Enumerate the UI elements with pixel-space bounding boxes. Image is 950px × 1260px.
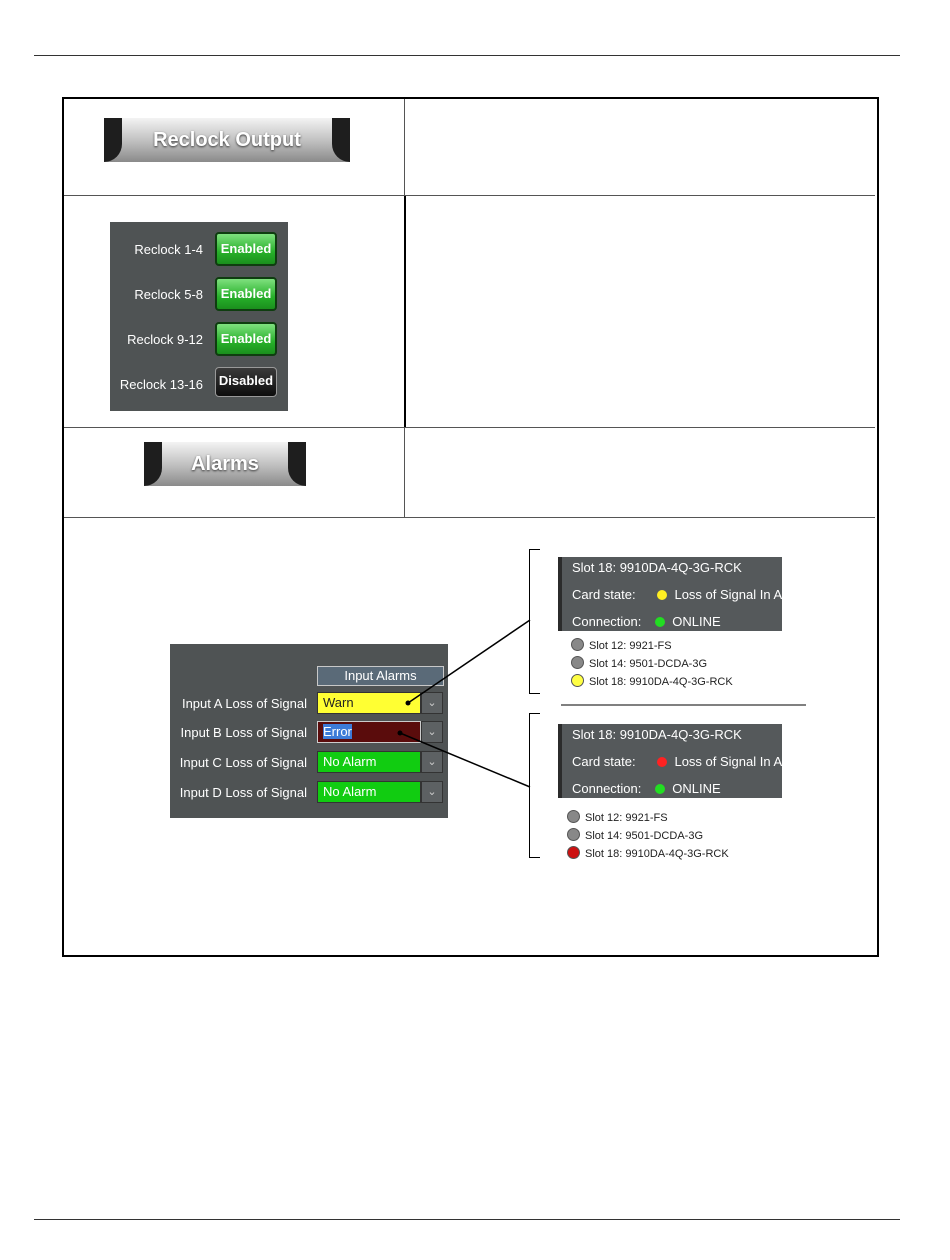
alarm-label: Input C Loss of Signal	[179, 755, 307, 770]
alarm-label: Input B Loss of Signal	[180, 725, 307, 740]
column-divider	[404, 99, 405, 195]
connection-row: Connection: ONLINE	[572, 614, 721, 629]
reclock-toggle-button[interactable]: Disabled	[215, 367, 277, 397]
reclock-label: Reclock 5-8	[134, 287, 203, 302]
alarm-row: Input B Loss of Signal Error ⌄	[170, 721, 448, 745]
callout-bracket	[529, 713, 540, 858]
chevron-down-icon[interactable]: ⌄	[421, 751, 443, 773]
card-state-value: Loss of Signal In A	[674, 754, 783, 769]
card-state-row: Card state: Loss of Signal In A	[572, 754, 782, 769]
callout-bracket	[529, 549, 540, 694]
slot-label: Slot 14: 9501-DCDA-3G	[585, 830, 703, 842]
reclock-label: Reclock 9-12	[127, 332, 203, 347]
chevron-down-icon[interactable]: ⌄	[421, 692, 443, 714]
top-rule	[34, 55, 900, 56]
reclock-toggle-button[interactable]: Enabled	[215, 232, 277, 266]
reclock-label: Reclock 13-16	[119, 377, 203, 392]
slot-list-error: Slot 12: 9921-FS Slot 14: 9501-DCDA-3G S…	[567, 810, 767, 864]
card-state-label: Card state:	[572, 587, 636, 602]
card-status-error: Slot 18: 9910DA-4Q-3G-RCK Card state: Lo…	[558, 724, 782, 798]
alarm-label: Input A Loss of Signal	[181, 696, 307, 711]
slot-item[interactable]: Slot 12: 9921-FS	[567, 810, 668, 824]
reclock-output-header: Reclock Output	[104, 118, 350, 162]
reclock-row: Reclock 1-4 Enabled	[110, 232, 288, 268]
slot-list-warn: Slot 12: 9921-FS Slot 14: 9501-DCDA-3G S…	[571, 638, 771, 692]
card-state-label: Card state:	[572, 754, 636, 769]
reclock-label: Reclock 1-4	[134, 242, 203, 257]
connection-label: Connection:	[572, 781, 642, 796]
alarm-select[interactable]: No Alarm	[317, 751, 421, 773]
slot-item[interactable]: Slot 14: 9501-DCDA-3G	[567, 828, 703, 842]
alarm-select[interactable]: Warn	[317, 692, 421, 714]
reclock-row: Reclock 9-12 Enabled	[110, 322, 288, 358]
slot-label: Slot 18: 9910DA-4Q-3G-RCK	[585, 848, 729, 860]
alarm-row: Input C Loss of Signal No Alarm ⌄	[170, 751, 448, 775]
column-divider	[404, 428, 405, 517]
alarm-select-value: Error	[323, 724, 352, 739]
reclock-output-header-label: Reclock Output	[153, 129, 301, 151]
connection-row: Connection: ONLINE	[572, 781, 721, 796]
column-divider	[404, 196, 406, 427]
card-state-row: Card state: Loss of Signal In A	[572, 587, 782, 602]
status-title: Slot 18: 9910DA-4Q-3G-RCK	[572, 727, 742, 742]
slot-status-icon	[571, 674, 584, 687]
slot-status-icon	[567, 810, 580, 823]
slot-item[interactable]: Slot 14: 9501-DCDA-3G	[571, 656, 707, 670]
slot-item[interactable]: Slot 18: 9910DA-4Q-3G-RCK	[571, 674, 733, 688]
callout-dot	[397, 730, 403, 736]
slot-status-icon	[567, 828, 580, 841]
card-state-value: Loss of Signal In A	[674, 587, 783, 602]
slot-item[interactable]: Slot 12: 9921-FS	[571, 638, 672, 652]
alarm-row: Input A Loss of Signal Warn ⌄	[170, 692, 448, 716]
reclock-toggle-button[interactable]: Enabled	[215, 322, 277, 356]
row-divider	[64, 517, 875, 518]
slot-label: Slot 12: 9921-FS	[589, 640, 672, 652]
alarm-select[interactable]: Error	[317, 721, 421, 743]
connection-value: ONLINE	[672, 614, 721, 629]
alarms-header-label: Alarms	[191, 453, 259, 475]
reclock-toggle-button[interactable]: Enabled	[215, 277, 277, 311]
slot-status-icon	[571, 656, 584, 669]
alarm-select[interactable]: No Alarm	[317, 781, 421, 803]
status-dot-icon	[654, 784, 665, 794]
alarm-label: Input D Loss of Signal	[179, 785, 307, 800]
reclock-panel: Reclock 1-4 Enabled Reclock 5-8 Enabled …	[110, 222, 288, 411]
alarms-header: Alarms	[144, 442, 306, 486]
slot-item[interactable]: Slot 18: 9910DA-4Q-3G-RCK	[567, 846, 729, 860]
slot-label: Slot 12: 9921-FS	[585, 812, 668, 824]
callout-line-error	[399, 732, 531, 788]
slot-label: Slot 18: 9910DA-4Q-3G-RCK	[589, 676, 733, 688]
chevron-down-icon[interactable]: ⌄	[421, 781, 443, 803]
connection-label: Connection:	[572, 614, 642, 629]
input-alarms-panel: Input Alarms Input A Loss of Signal Warn…	[170, 644, 448, 818]
table-frame	[62, 97, 879, 957]
connection-value: ONLINE	[672, 781, 721, 796]
reclock-row: Reclock 13-16 Disabled	[110, 367, 288, 403]
status-dot-icon	[656, 590, 667, 600]
callout-dot	[405, 700, 411, 706]
alarm-row: Input D Loss of Signal No Alarm ⌄	[170, 781, 448, 805]
slot-status-icon	[567, 846, 580, 859]
callout-line-warn	[407, 619, 531, 704]
slot-label: Slot 14: 9501-DCDA-3G	[589, 658, 707, 670]
bottom-rule	[34, 1219, 900, 1220]
status-dot-icon	[656, 757, 667, 767]
row-divider	[64, 195, 875, 196]
chevron-down-icon[interactable]: ⌄	[421, 721, 443, 743]
card-status-warn: Slot 18: 9910DA-4Q-3G-RCK Card state: Lo…	[558, 557, 782, 631]
reclock-row: Reclock 5-8 Enabled	[110, 277, 288, 313]
row-divider	[64, 427, 875, 428]
slot-status-icon	[571, 638, 584, 651]
status-title: Slot 18: 9910DA-4Q-3G-RCK	[572, 560, 742, 575]
status-dot-icon	[654, 617, 665, 627]
input-alarms-title: Input Alarms	[317, 666, 444, 686]
